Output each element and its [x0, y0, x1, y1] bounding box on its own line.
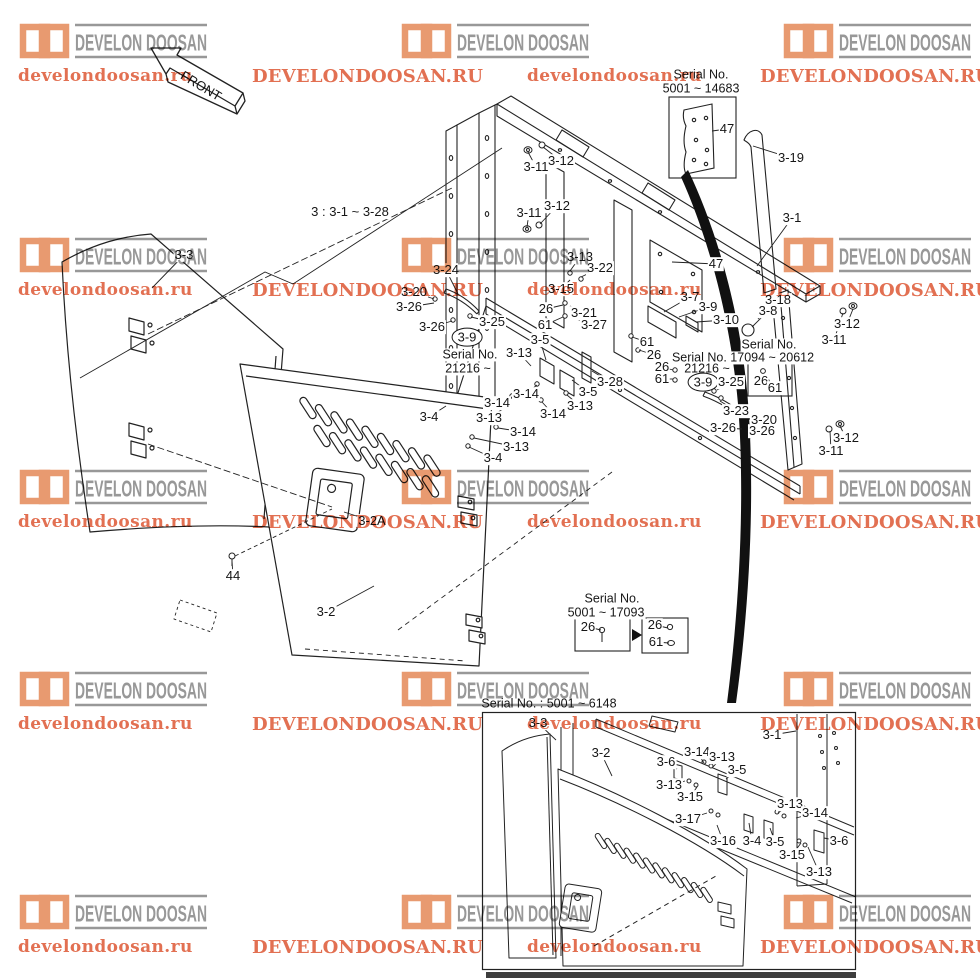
- leader-line: [663, 296, 691, 313]
- louver-slot: [375, 453, 393, 477]
- louver-slot: [633, 852, 646, 869]
- leader-line: [497, 427, 524, 433]
- hinge: [128, 317, 155, 459]
- louver-slot: [594, 832, 608, 850]
- leader-line: [525, 384, 538, 395]
- louver-slot: [330, 411, 348, 434]
- leader-line: [539, 205, 558, 225]
- leader-line: [572, 317, 595, 326]
- louver-slot: [359, 446, 378, 469]
- leader-line: [527, 151, 537, 168]
- leader-line: [716, 824, 724, 842]
- louver-slot: [613, 842, 627, 859]
- serial-boxes: [574, 96, 793, 654]
- leader-line: [678, 306, 709, 318]
- leader-line: [580, 267, 601, 278]
- leader-line: [711, 128, 728, 132]
- leader-line: [231, 560, 234, 577]
- leader-line: [671, 261, 717, 265]
- leader-line: [771, 730, 797, 736]
- louver-slot: [671, 872, 685, 889]
- leader-line: [751, 310, 769, 328]
- louver-slot: [623, 847, 637, 864]
- leader-line: [560, 279, 571, 290]
- leader-line: [569, 256, 581, 272]
- panel-3-3: [61, 233, 284, 533]
- leader-line: [654, 624, 669, 629]
- leader-line: [689, 786, 698, 798]
- louver-slot: [604, 837, 617, 854]
- serial-box-17094-20612: [747, 361, 793, 397]
- inset-border: [481, 711, 857, 971]
- leader-line: [587, 626, 602, 631]
- louver-slot: [690, 881, 704, 899]
- panel-3-2: [239, 363, 493, 667]
- inset-bottom-edge: [486, 972, 856, 978]
- leader-line: [757, 299, 779, 320]
- callout-swoosh: [681, 170, 752, 703]
- louver-slot: [314, 403, 333, 427]
- leader-line: [569, 305, 585, 314]
- louver-slot: [661, 867, 675, 884]
- louver-slot: [299, 396, 317, 420]
- leader-line: [545, 304, 564, 310]
- leader-line: [695, 319, 727, 323]
- leader-line: [668, 780, 686, 786]
- leader-line: [665, 761, 678, 770]
- leader-line: [833, 312, 844, 341]
- leader-line: [687, 812, 708, 820]
- louver-slot: [407, 447, 426, 470]
- leader-line: [752, 145, 792, 159]
- leader-line: [846, 308, 854, 325]
- inset-diagram: [501, 714, 857, 967]
- door-panels: [61, 233, 493, 667]
- washer-nut-pairs: [522, 141, 858, 433]
- louver-slot: [361, 425, 379, 449]
- serial-box-5001-14683: [668, 96, 737, 179]
- leader-line: [591, 370, 611, 383]
- leader-line: [408, 302, 435, 308]
- leader-line: [722, 427, 743, 430]
- louver-slot: [328, 431, 347, 455]
- leader-line: [431, 320, 453, 328]
- leader-line: [413, 291, 435, 300]
- louver-slots: [594, 832, 713, 903]
- rear-frame: [443, 95, 821, 501]
- leader-line: [839, 425, 847, 439]
- louver-slot: [681, 877, 694, 894]
- leader-line: [716, 381, 732, 391]
- louver-slot: [392, 439, 410, 463]
- leader-line: [712, 756, 723, 768]
- leader-line: [638, 349, 655, 356]
- leader-line: [544, 316, 564, 326]
- louver-slot: [344, 439, 362, 462]
- serial-box-5001-17093-after: [641, 617, 689, 654]
- leader-line: [566, 394, 581, 407]
- louver-slot: [345, 418, 364, 441]
- louver-slot: [652, 862, 665, 879]
- rivet-holes: [448, 135, 490, 389]
- louver-slot: [700, 886, 713, 903]
- front-direction-arrow: [150, 47, 246, 115]
- leader-line: [518, 352, 532, 367]
- arrow-right-icon: [632, 629, 642, 641]
- leader-line: [748, 430, 763, 436]
- latch-3-2A: [305, 467, 365, 533]
- leader-line: [823, 837, 840, 842]
- leader-line: [496, 396, 513, 404]
- construction-lines: [79, 147, 613, 662]
- leader-line: [541, 401, 554, 415]
- louver-slot: [376, 432, 395, 456]
- leader-line: [756, 217, 793, 267]
- leader-line: [631, 336, 648, 343]
- leader-line: [661, 366, 674, 371]
- louver-slot: [642, 857, 656, 874]
- leader-line: [600, 752, 613, 777]
- louver-slot: [313, 424, 331, 448]
- leader-line: [655, 641, 670, 644]
- leader-line: [746, 419, 765, 427]
- leader-line: [526, 212, 530, 228]
- leader-line: [829, 430, 832, 452]
